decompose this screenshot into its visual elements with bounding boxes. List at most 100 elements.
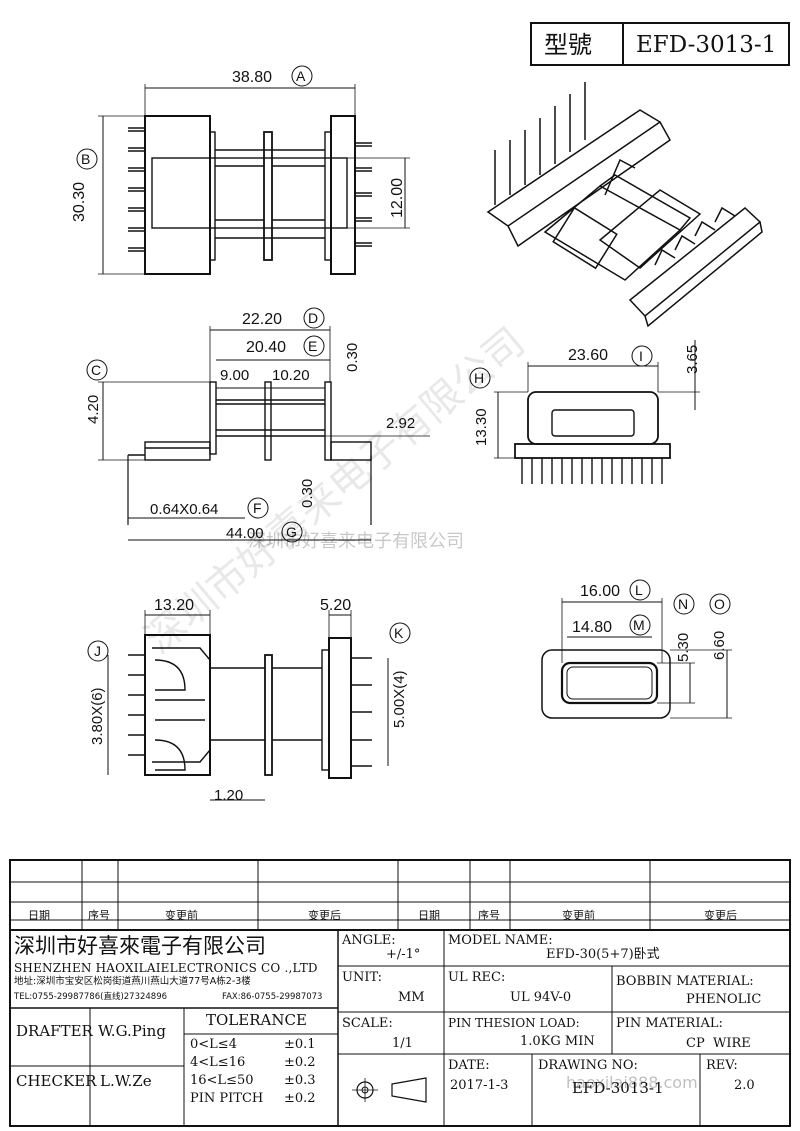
company-tel: TEL:0755-29987786(直线)27324896 <box>14 992 168 1002</box>
tolerance-value: ±0.3 <box>284 1073 316 1088</box>
rev-header-before-2: 变更前 <box>562 909 595 922</box>
bubble-h: H <box>474 370 485 386</box>
bubble-l: L <box>635 582 643 598</box>
bobbin-label: BOBBIN MATERIAL: <box>616 974 754 989</box>
rev-header-after-2: 变更后 <box>704 909 737 922</box>
bobbin-value: PHENOLIC <box>686 992 762 1007</box>
title-box: 型號 EFD-3013-1 <box>530 22 790 66</box>
tolerance-row: PIN PITCH ±0.2 <box>190 1090 336 1108</box>
watermark-horizontal: 深圳市好喜来电子有限公司 <box>248 531 464 552</box>
rev-value: 2.0 <box>734 1078 755 1093</box>
angle-value: +/-1° <box>386 947 421 962</box>
tolerance-table: 0<L≤4 ±0.1 4<L≤16 ±0.2 16<L≤50 ±0.3 PIN … <box>190 1036 336 1108</box>
dim-030a: 0.30 <box>344 342 361 372</box>
tolerance-range: 16<L≤50 <box>190 1073 254 1088</box>
pin-material-value: CP WIRE <box>686 1036 751 1051</box>
bubble-j: J <box>94 643 101 659</box>
end-view <box>494 340 700 484</box>
dim-l: 16.00 <box>580 583 621 600</box>
dim-120: 1.20 <box>214 787 244 804</box>
bubble-m: M <box>633 617 645 633</box>
pin-load-label: PIN THESION LOAD: <box>448 1016 580 1030</box>
dim-365: 3.65 <box>684 344 701 374</box>
dim-b: 30.30 <box>71 181 88 222</box>
dim-520: 5.20 <box>320 597 352 614</box>
dim-n: 5.30 <box>675 632 692 662</box>
drawing-no-label: DRAWING NO: <box>538 1058 638 1073</box>
bubble-g: G <box>286 524 297 540</box>
rev-header-before-1: 变更前 <box>165 909 198 922</box>
front-view <box>98 84 410 275</box>
pin-material-label: PIN MATERIAL: <box>616 1016 723 1031</box>
checker-label: CHECKER <box>16 1072 97 1090</box>
core-window-view <box>541 598 732 719</box>
dim-d: 22.20 <box>242 311 283 328</box>
date-value: 2017-1-3 <box>450 1078 509 1093</box>
dim-j: 3.80X(6) <box>89 687 106 745</box>
scale-value: 1/1 <box>392 1036 413 1051</box>
dim-292: 2.92 <box>386 415 416 432</box>
dim-m: 14.80 <box>572 619 613 636</box>
plan-view <box>107 610 389 801</box>
bubble-n: N <box>678 596 689 612</box>
model-value: EFD-3013-1 <box>636 32 777 58</box>
tolerance-row: 16<L≤50 ±0.3 <box>190 1072 336 1090</box>
dim-1020: 10.20 <box>272 367 310 384</box>
tolerance-title: TOLERANCE <box>206 1011 307 1029</box>
checker-value: L.W.Ze <box>100 1072 152 1090</box>
scale-label: SCALE: <box>342 1016 393 1031</box>
technical-drawing <box>76 65 763 801</box>
tolerance-row: 0<L≤4 ±0.1 <box>190 1036 336 1054</box>
unit-value: MM <box>398 990 425 1005</box>
unit-label: UNIT: <box>342 970 383 985</box>
rev-header-date-2: 日期 <box>418 909 440 922</box>
side-view <box>98 326 430 541</box>
tolerance-range: 4<L≤16 <box>190 1055 246 1070</box>
bubble-c: C <box>91 362 102 378</box>
drafter-label: DRAFTER <box>16 1022 93 1040</box>
tolerance-value: ±0.2 <box>284 1055 316 1070</box>
pin-load-value: 1.0KG MIN <box>520 1034 595 1049</box>
dim-900: 9.00 <box>220 367 250 384</box>
dim-g: 44.00 <box>226 525 264 542</box>
dim-a: 38.80 <box>232 69 273 86</box>
tolerance-value: ±0.2 <box>284 1091 316 1106</box>
bubble-a: A <box>296 68 306 84</box>
bubble-o: O <box>714 596 725 612</box>
angle-label: ANGLE: <box>342 933 396 948</box>
dim-i: 23.60 <box>568 347 609 364</box>
drawing-no-value: EFD-3013-1 <box>572 1079 664 1097</box>
website-watermark: haoxilai888.com <box>566 1073 698 1092</box>
tolerance-value: ±0.1 <box>284 1037 316 1052</box>
dimension-bubbles <box>76 65 731 662</box>
rev-header-after-1: 变更后 <box>308 909 341 922</box>
dim-h: 13.30 <box>473 408 490 446</box>
ul-value: UL 94V-0 <box>510 990 572 1005</box>
dim-1320: 13.20 <box>154 597 195 614</box>
rev-header-seq-1: 序号 <box>88 909 110 922</box>
rev-label: REV: <box>706 1058 738 1073</box>
company-name-cn: 深圳市好喜來電子有限公司 <box>14 934 266 958</box>
dim-c: 4.20 <box>85 394 102 424</box>
bubble-e: E <box>308 338 318 354</box>
bubble-d: D <box>308 310 319 326</box>
bubble-b: B <box>81 151 91 167</box>
rev-header-date-1: 日期 <box>28 909 50 922</box>
rev-header-seq-2: 序号 <box>478 909 500 922</box>
drafter-value: W.G.Ping <box>98 1022 166 1040</box>
isometric-view <box>486 82 763 328</box>
dim-12: 12.00 <box>389 177 406 218</box>
bubble-i: I <box>639 348 643 364</box>
tolerance-row: 4<L≤16 ±0.2 <box>190 1054 336 1072</box>
model-label: 型號 <box>544 31 592 59</box>
bubble-f: F <box>253 500 262 516</box>
model-name-label: MODEL NAME: <box>448 933 553 948</box>
dim-o: 6.60 <box>711 630 728 660</box>
company-name-en: SHENZHEN HAOXILAIELECTRONICS CO .,LTD <box>14 961 318 975</box>
model-name-value: EFD-30(5+7)卧式 <box>546 947 660 962</box>
tolerance-range: 0<L≤4 <box>190 1037 237 1052</box>
dim-k: 5.00X(4) <box>391 670 408 728</box>
company-address: 地址:深圳市宝安区松岗街道燕川燕山大道77号A栋2-3楼 <box>14 976 251 987</box>
ul-label: UL REC: <box>448 970 506 985</box>
